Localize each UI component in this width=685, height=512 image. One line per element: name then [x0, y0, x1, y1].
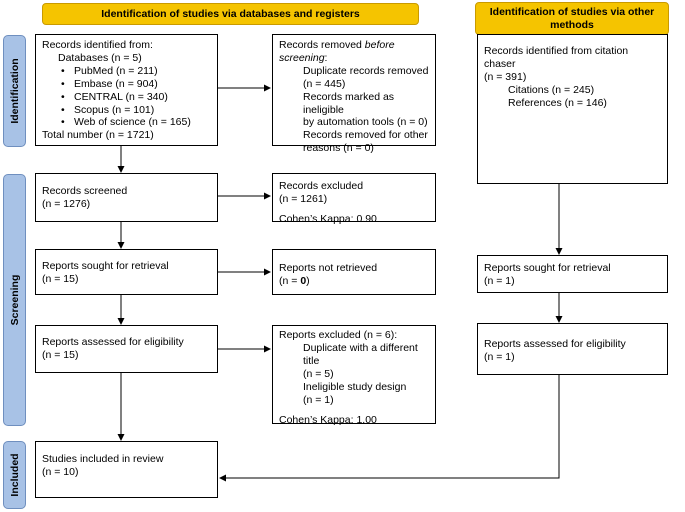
box-records-identified: Records identified from: Databases (n = … [35, 34, 218, 146]
records-identified-total: Total number (n = 1721) [42, 129, 154, 142]
box-records-excluded: Records excluded (n = 1261) Cohen’s Kapp… [272, 173, 436, 225]
reports-excluded-title: Reports excluded (n = 6): [279, 329, 398, 341]
other-assessed-count: (n = 1) [484, 350, 515, 363]
records-screened-count: (n = 1276) [42, 197, 91, 210]
side-identification: Identification [3, 35, 26, 147]
records-removed-line: Records removed for other [303, 129, 428, 142]
not-retrieved-suffix: ) [306, 274, 310, 287]
reports-excluded-line: Ineligible study design [303, 380, 407, 393]
reports-excluded-line: Duplicate with a different title [303, 341, 418, 367]
records-identified-title: Records identified from: [42, 39, 153, 51]
records-identified-databases: Databases (n = 5) [58, 51, 142, 64]
records-excluded-kappa: Cohen’s Kappa: 0.90 [279, 212, 377, 225]
not-retrieved-value: 0 [300, 274, 307, 287]
reports-excluded-kappa: Cohen’s Kappa: 1.00 [279, 414, 377, 427]
box-reports-excluded: Reports excluded (n = 6): Duplicate with… [272, 325, 436, 427]
reports-assessed-label: Reports assessed for eligibility [42, 336, 184, 348]
not-retrieved-count: (n = 0) [279, 275, 429, 288]
side-included-label: Included [8, 453, 21, 497]
box-citation-chaser: Records identified from citation chaser … [477, 34, 668, 184]
list-item: Web of science (n = 165) [42, 116, 211, 129]
citation-chaser-references: References (n = 146) [508, 96, 607, 109]
header-other-methods: Identification of studies via other meth… [475, 2, 669, 35]
included-label: Studies included in review [42, 453, 164, 465]
box-studies-included: Studies included in review (n = 10) [35, 441, 218, 498]
other-sought-count: (n = 1) [484, 274, 515, 287]
not-retrieved-label: Reports not retrieved [279, 262, 378, 274]
box-records-screened: Records screened (n = 1276) [35, 173, 218, 222]
records-removed-title: Records removed before screening: [279, 39, 429, 65]
box-reports-not-retrieved: Reports not retrieved (n = 0) [272, 249, 436, 295]
box-records-removed: Records removed before screening: Duplic… [272, 34, 436, 154]
reports-sought-label: Reports sought for retrieval [42, 260, 169, 272]
records-removed-title-colon: : [324, 51, 328, 64]
side-identification-label: Identification [8, 58, 21, 124]
records-removed-line: Duplicate records removed [303, 64, 429, 77]
records-screened-label: Records screened [42, 185, 128, 197]
reports-excluded-line: (n = 5) [303, 367, 334, 380]
side-screening: Screening [3, 174, 26, 426]
box-reports-sought: Reports sought for retrieval (n = 15) [35, 249, 218, 295]
records-removed-line: by automation tools (n = 0) [303, 116, 428, 129]
reports-excluded-line: (n = 1) [303, 393, 334, 406]
records-removed-line: (n = 445) [303, 77, 346, 90]
box-other-reports-assessed: Reports assessed for eligibility (n = 1) [477, 323, 668, 375]
not-retrieved-prefix: (n = [279, 274, 301, 287]
citation-chaser-line2: (n = 391) [484, 70, 527, 83]
arrow-other-assessed-to-included [219, 375, 560, 482]
list-item: PubMed (n = 211) [42, 65, 211, 78]
list-item: CENTRAL (n = 340) [42, 91, 211, 104]
header-databases: Identification of studies via databases … [42, 3, 419, 25]
list-item: Scopus (n = 101) [42, 104, 211, 117]
other-assessed-label: Reports assessed for eligibility [484, 338, 626, 350]
other-sought-label: Reports sought for retrieval [484, 262, 611, 274]
side-included: Included [3, 441, 26, 509]
box-other-reports-sought: Reports sought for retrieval (n = 1) [477, 255, 668, 293]
reports-sought-count: (n = 15) [42, 272, 79, 285]
list-item: Embase (n = 904) [42, 78, 211, 91]
citation-chaser-citations: Citations (n = 245) [508, 83, 595, 96]
reports-assessed-count: (n = 15) [42, 348, 79, 361]
box-reports-assessed: Reports assessed for eligibility (n = 15… [35, 325, 218, 373]
records-removed-line: Records marked as ineligible [303, 90, 395, 116]
records-excluded-label: Records excluded [279, 180, 364, 192]
included-count: (n = 10) [42, 465, 79, 478]
side-screening-label: Screening [8, 274, 21, 326]
records-excluded-count: (n = 1261) [279, 192, 328, 205]
records-removed-title-text: Records removed [279, 39, 365, 51]
records-removed-title-italic: before screening [279, 39, 395, 64]
citation-chaser-line1: Records identified from citation chaser [484, 45, 629, 70]
records-removed-line: reasons (n = 0) [303, 142, 374, 155]
